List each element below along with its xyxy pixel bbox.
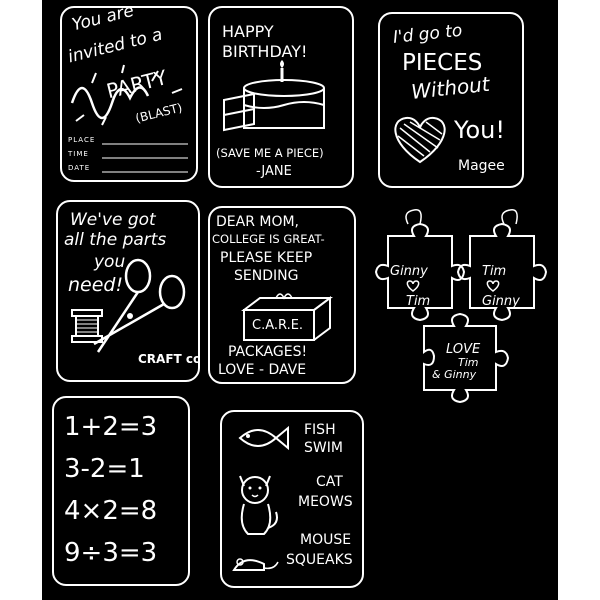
balloons-scribble-icon: [62, 63, 198, 133]
parts-line3: you: [94, 252, 126, 272]
parts-line1: We've got: [70, 210, 156, 230]
puzzle-bottom-mid: Tim: [458, 356, 479, 369]
math-eq3: 4×2=8: [64, 496, 158, 526]
puzzle-piece-right-icon: [460, 206, 550, 316]
math-eq2: 3-2=1: [64, 454, 145, 484]
parts-line4: need!: [68, 274, 124, 296]
puzzle-piece-left-icon: [378, 206, 468, 316]
birthday-line2: BIRTHDAY!: [222, 42, 308, 61]
puzzle-bottom-top: LOVE: [446, 342, 481, 357]
birthday-card: HAPPY BIRTHDAY! (SAVE ME A PIECE) -JANE: [208, 6, 354, 188]
party-time-label: TIME: [68, 150, 89, 158]
puzzle-left-top: Ginny: [390, 264, 428, 279]
puzzle-earrings-group: Ginny Tim Tim Ginny LOVE Tim & Ginny: [378, 206, 548, 406]
mouse-icon: [230, 554, 280, 576]
party-place-label: PLACE: [68, 136, 96, 144]
craft-parts-card: We've got all the parts you need! CRAFT …: [56, 200, 200, 382]
thread-spool-icon: [68, 306, 108, 346]
heart-small-icon: [406, 280, 420, 292]
puzzle-right-top: Tim: [482, 264, 507, 279]
animals-cat: CAT: [316, 474, 343, 490]
animals-squeaks: SQUEAKS: [286, 552, 353, 568]
birthday-line3: (SAVE ME A PIECE): [216, 146, 324, 160]
animals-mouse: MOUSE: [300, 532, 352, 548]
puzzle-bottom-last: & Ginny: [432, 368, 477, 381]
math-eq1: 1+2=3: [64, 412, 158, 442]
fish-icon: [234, 424, 290, 452]
pieces-card: I'd go to PIECES Without You! Magee: [378, 12, 524, 188]
party-invite-card: You are invited to a PARTY (BLAST) PLACE…: [60, 6, 198, 182]
birthday-line1: HAPPY: [222, 22, 274, 41]
animals-fish: FISH: [304, 422, 336, 438]
heart-small-icon: [486, 280, 500, 292]
scissors-icon: [58, 258, 200, 368]
cake-icon: [210, 60, 354, 140]
parts-line2: all the parts: [64, 230, 167, 250]
mom-line2: COLLEGE IS GREAT-: [212, 232, 325, 246]
parts-brand: CRAFT co.: [138, 352, 200, 366]
dear-mom-card: DEAR MOM, COLLEGE IS GREAT- PLEASE KEEP …: [208, 206, 356, 384]
pieces-line2: PIECES: [402, 50, 483, 76]
animals-swim: SWIM: [304, 440, 343, 456]
cat-icon: [230, 468, 280, 538]
mom-line5: PACKAGES!: [228, 344, 308, 360]
chalkboard-sheet: You are invited to a PARTY (BLAST) PLACE…: [42, 0, 558, 600]
math-card: 1+2=3 3-2=1 4×2=8 9÷3=3: [52, 396, 190, 586]
pieces-line4: You!: [454, 116, 505, 144]
math-eq4: 9÷3=3: [64, 538, 158, 568]
party-form-lines: [62, 8, 198, 182]
mom-line6: LOVE - DAVE: [218, 362, 307, 378]
mom-box-label: C.A.R.E.: [252, 318, 304, 333]
party-date-label: DATE: [68, 164, 91, 172]
mom-line3: PLEASE KEEP: [220, 250, 313, 266]
puzzle-left-bottom: Tim: [406, 294, 431, 309]
heart-icon: [390, 114, 450, 166]
pieces-line1: I'd go to: [392, 20, 464, 48]
animals-meows: MEOWS: [298, 494, 353, 510]
puzzle-right-bottom: Ginny: [482, 294, 520, 309]
birthday-line4: -JANE: [256, 164, 292, 179]
animals-card: FISH SWIM CAT MEOWS MOUSE SQUEAKS: [220, 410, 364, 588]
mom-line1: DEAR MOM,: [216, 214, 300, 230]
pieces-signature: Magee: [458, 158, 505, 174]
mom-line4: SENDING: [234, 268, 299, 284]
pieces-line3: Without: [410, 71, 491, 104]
puzzle-piece-bottom-icon: [418, 310, 518, 400]
care-package-icon: [210, 288, 356, 348]
